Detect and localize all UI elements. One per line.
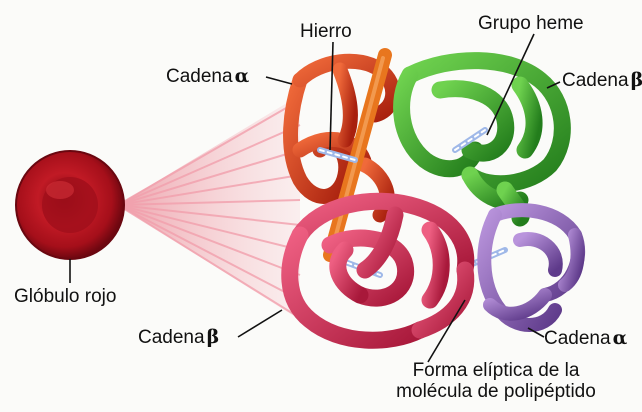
magnification-rays [118,95,300,320]
label-cadena-alpha-bottom-symbol: α [613,327,628,349]
label-forma-line2: molécula de polipéptido [376,381,616,402]
label-cadena-beta-bottom-symbol: β [207,326,220,348]
label-globulo-rojo: Glóbulo rojo [14,287,116,306]
label-cadena-alpha-bottom-name: Cadena [544,328,611,349]
label-cadena-beta-top-name: Cadena [562,70,629,91]
label-cadena-beta-top-symbol: β [631,69,642,91]
label-cadena-beta-bottom-name: Cadena [138,327,205,348]
beta-chain-top [402,61,563,218]
label-grupo-heme: Grupo heme [478,14,584,33]
label-forma-eliptica: Forma elíptica de la molécula de polipép… [376,360,616,403]
alpha-chain-bottom [484,210,578,325]
label-cadena-alpha-top-name: Cadena [166,66,233,87]
red-blood-cell [16,151,124,259]
label-forma-line1: Forma elíptica de la [376,360,616,381]
label-cadena-alpha-top-symbol: α [235,65,250,87]
label-hierro: Hierro [300,22,352,41]
